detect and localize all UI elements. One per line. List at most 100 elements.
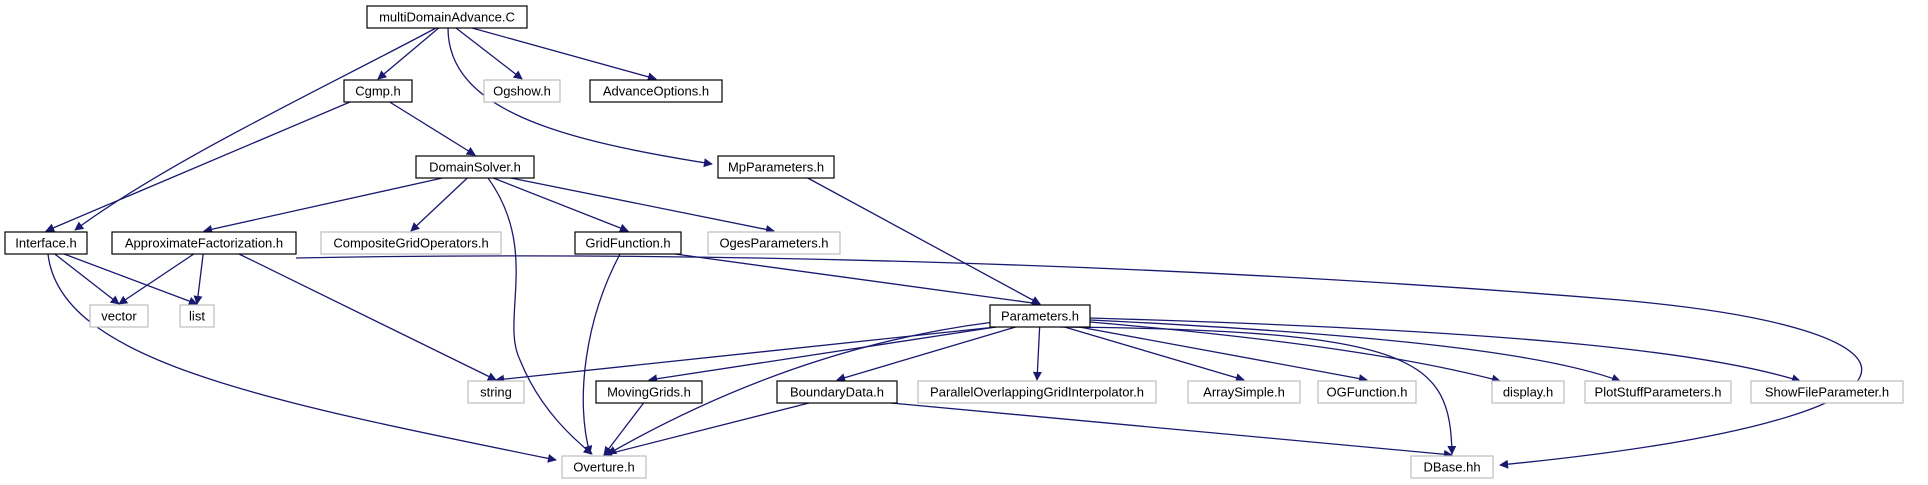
node-label-arraysimple: ArraySimple.h (1203, 385, 1285, 400)
node-box-overture (561, 455, 647, 479)
edge-parameters-to-ogfunction (1079, 326, 1368, 383)
edge-root-to-advopt (471, 27, 657, 82)
node-label-compgrid: CompositeGridOperators.h (333, 236, 488, 251)
node-box-interface (4, 231, 88, 255)
node-parameters[interactable]: Parameters.h (989, 304, 1091, 328)
node-mpparams[interactable]: MpParameters.h (717, 155, 835, 179)
node-label-ogesparams: OgesParameters.h (719, 236, 828, 251)
node-box-movinggrids (595, 380, 703, 404)
node-dbase: DBase.hh (1410, 455, 1494, 479)
edge-domsolver-to-gridfunc (493, 177, 629, 233)
node-poginterp: ParallelOverlappingGridInterpolator.h (917, 380, 1157, 404)
edge-interface-to-vector (54, 253, 120, 305)
edge-domsolver-to-compgrid (410, 177, 468, 232)
node-approx[interactable]: ApproximateFactorization.h (111, 231, 297, 255)
edge-root-to-ogshow (455, 27, 523, 80)
edge-parameters-to-movinggrids (648, 326, 997, 384)
node-label-dbase: DBase.hh (1423, 460, 1480, 475)
edge-cgmp-to-interface (45, 101, 351, 232)
node-movinggrids[interactable]: MovingGrids.h (595, 380, 703, 404)
edge-approx-to-dbase (295, 255, 1863, 469)
node-display: display.h (1491, 380, 1565, 404)
node-box-poginterp (917, 380, 1157, 404)
node-vector: vector (89, 304, 149, 328)
node-boundarydata[interactable]: BoundaryData.h (776, 380, 898, 404)
edge-root-to-cgmp (377, 27, 440, 80)
node-box-showfile (1750, 380, 1904, 404)
node-cgmp[interactable]: Cgmp.h (343, 79, 413, 103)
edge-boundarydata-to-overture (603, 402, 810, 458)
node-box-mpparams (717, 155, 835, 179)
node-string: string (467, 380, 525, 404)
edge-movinggrids-to-overture (603, 402, 645, 456)
node-list: list (179, 304, 215, 328)
node-label-poginterp: ParallelOverlappingGridInterpolator.h (930, 385, 1144, 400)
node-ogshow: Ogshow.h (483, 79, 561, 103)
node-arraysimple: ArraySimple.h (1187, 380, 1301, 404)
node-box-display (1491, 380, 1565, 404)
node-showfile: ShowFileParameter.h (1750, 380, 1904, 404)
node-box-advopt (589, 79, 723, 103)
node-label-vector: vector (101, 309, 137, 324)
node-label-approx: ApproximateFactorization.h (125, 236, 283, 251)
node-label-gridfunc: GridFunction.h (585, 236, 670, 251)
edges-layer (45, 27, 1863, 469)
node-label-showfile: ShowFileParameter.h (1765, 385, 1889, 400)
node-label-advopt: AdvanceOptions.h (603, 84, 709, 99)
nodes-layer: multiDomainAdvance.C Cgmp.h Ogshow.h Advanc… (4, 5, 1904, 479)
node-label-interface: Interface.h (15, 236, 76, 251)
edge-gridfunc-to-parameters (674, 253, 1041, 308)
node-box-parameters (989, 304, 1091, 328)
edge-root-to-mpparams (447, 27, 713, 168)
edge-root-to-interface (74, 27, 437, 231)
node-label-string: string (480, 385, 512, 400)
node-plotstuff: PlotStuffParameters.h (1584, 380, 1732, 404)
node-box-ogfunction (1317, 380, 1417, 404)
node-box-arraysimple (1187, 380, 1301, 404)
edge-interface-to-overture (47, 253, 557, 463)
node-box-string (467, 380, 525, 404)
edge-parameters-to-plotstuff (1089, 319, 1621, 383)
node-box-approx (111, 231, 297, 255)
node-box-domsolver (415, 155, 535, 179)
node-label-overture: Overture.h (573, 460, 634, 475)
node-gridfunc[interactable]: GridFunction.h (574, 231, 682, 255)
edge-domsolver-to-overture (487, 177, 593, 455)
node-label-ogshow: Ogshow.h (493, 84, 551, 99)
node-overture: Overture.h (561, 455, 647, 479)
node-root[interactable]: multiDomainAdvance.C (366, 5, 528, 29)
edge-domsolver-to-approx (203, 177, 443, 234)
edge-parameters-to-arraysimple (1064, 326, 1245, 383)
edge-cgmp-to-domsolver (389, 101, 476, 156)
edge-domsolver-to-ogesparams (510, 177, 775, 234)
edge-gridfunc-to-overture (582, 253, 621, 455)
edge-boundarydata-to-dbase (890, 402, 1453, 459)
node-box-vector (89, 304, 149, 328)
node-domsolver[interactable]: DomainSolver.h (415, 155, 535, 179)
node-label-list: list (189, 309, 205, 324)
edge-parameters-to-poginterp (1032, 326, 1042, 381)
node-box-compgrid (320, 231, 502, 255)
edge-interface-to-list (63, 253, 198, 306)
node-label-parameters: Parameters.h (1001, 309, 1079, 324)
node-box-boundarydata (776, 380, 898, 404)
edge-parameters-to-boundarydata (836, 326, 1016, 383)
node-label-movinggrids: MovingGrids.h (607, 385, 691, 400)
node-box-root (366, 5, 528, 29)
node-label-boundarydata: BoundaryData.h (790, 385, 884, 400)
node-box-dbase (1410, 455, 1494, 479)
node-label-display: display.h (1503, 385, 1553, 400)
node-box-ogesparams (707, 231, 841, 255)
edge-approx-to-vector (118, 253, 195, 305)
edge-parameters-to-showfile (1089, 317, 1801, 383)
node-box-gridfunc (574, 231, 682, 255)
edge-parameters-to-string (495, 326, 997, 384)
node-box-cgmp (343, 79, 413, 103)
node-label-domsolver: DomainSolver.h (429, 160, 521, 175)
node-advopt[interactable]: AdvanceOptions.h (589, 79, 723, 103)
edge-parameters-to-dbase (1059, 326, 1457, 455)
node-label-ogfunction: OGFunction.h (1327, 385, 1408, 400)
edge-parameters-to-display (1089, 321, 1501, 384)
node-interface[interactable]: Interface.h (4, 231, 88, 255)
